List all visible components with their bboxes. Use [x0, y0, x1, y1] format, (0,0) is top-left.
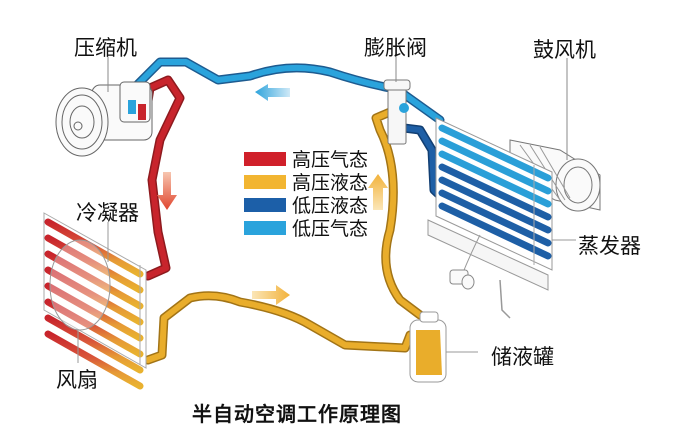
condenser-coil [44, 250, 144, 310]
low-pressure-gas-line [132, 57, 445, 125]
label-compressor: 压缩机 [74, 36, 137, 60]
legend-swatch [244, 197, 286, 212]
evaporator-coil [438, 124, 552, 182]
condenser-coil [44, 314, 144, 374]
compressor [55, 81, 153, 157]
evaporator-coil [438, 163, 552, 221]
condenser [43, 212, 147, 390]
legend-label: 低压气态 [292, 218, 369, 240]
fan [49, 239, 111, 331]
condenser-coil [44, 282, 144, 342]
condenser-coil [44, 234, 144, 294]
legend-swatch [244, 220, 286, 235]
legend-item: 低压气态 [244, 216, 369, 240]
label-condenser: 冷凝器 [76, 201, 139, 225]
label-receiver-drier: 储液罐 [491, 345, 554, 369]
high-pressure-liquid-line [143, 107, 425, 365]
receiver-drier [409, 311, 447, 383]
legend-label: 高压气态 [292, 149, 369, 171]
diagram-title: 半自动空调工作原理图 [192, 402, 402, 426]
legend: 高压气态 高压液态 低压液态 低压气态 [244, 147, 369, 240]
label-blower: 鼓风机 [533, 38, 596, 62]
condenser-coil [44, 266, 144, 326]
legend-label: 高压液态 [292, 172, 369, 194]
evaporator-coil [438, 137, 552, 195]
evaporator-coil [438, 176, 552, 234]
legend-swatch [244, 151, 286, 166]
legend-item: 高压气态 [244, 147, 369, 171]
flow-arrow-low-pressure-gas [255, 84, 290, 101]
condenser-coil [44, 330, 144, 390]
label-evaporator: 蒸发器 [578, 234, 641, 258]
legend-item: 低压液态 [244, 193, 369, 217]
flow-arrow-high-pressure-liquid-up [368, 174, 388, 210]
blower [509, 139, 601, 212]
flow-arrow-high-pressure-liquid-right [252, 285, 290, 305]
condenser-coil [44, 218, 144, 278]
high-pressure-gas-line [140, 75, 185, 281]
legend-item: 高压液态 [244, 170, 369, 194]
flow-arrow-high-pressure-gas [157, 172, 177, 210]
evaporator-coil [438, 202, 552, 260]
label-fan: 风扇 [56, 368, 98, 392]
evaporator-coil [438, 189, 552, 247]
evaporator-coil [438, 150, 552, 208]
evaporator [427, 117, 553, 319]
legend-label: 低压液态 [292, 195, 369, 217]
condenser-coil [44, 298, 144, 358]
label-expansion-valve: 膨胀阀 [364, 36, 427, 60]
expansion-valve [383, 79, 411, 145]
legend-swatch [244, 174, 286, 189]
